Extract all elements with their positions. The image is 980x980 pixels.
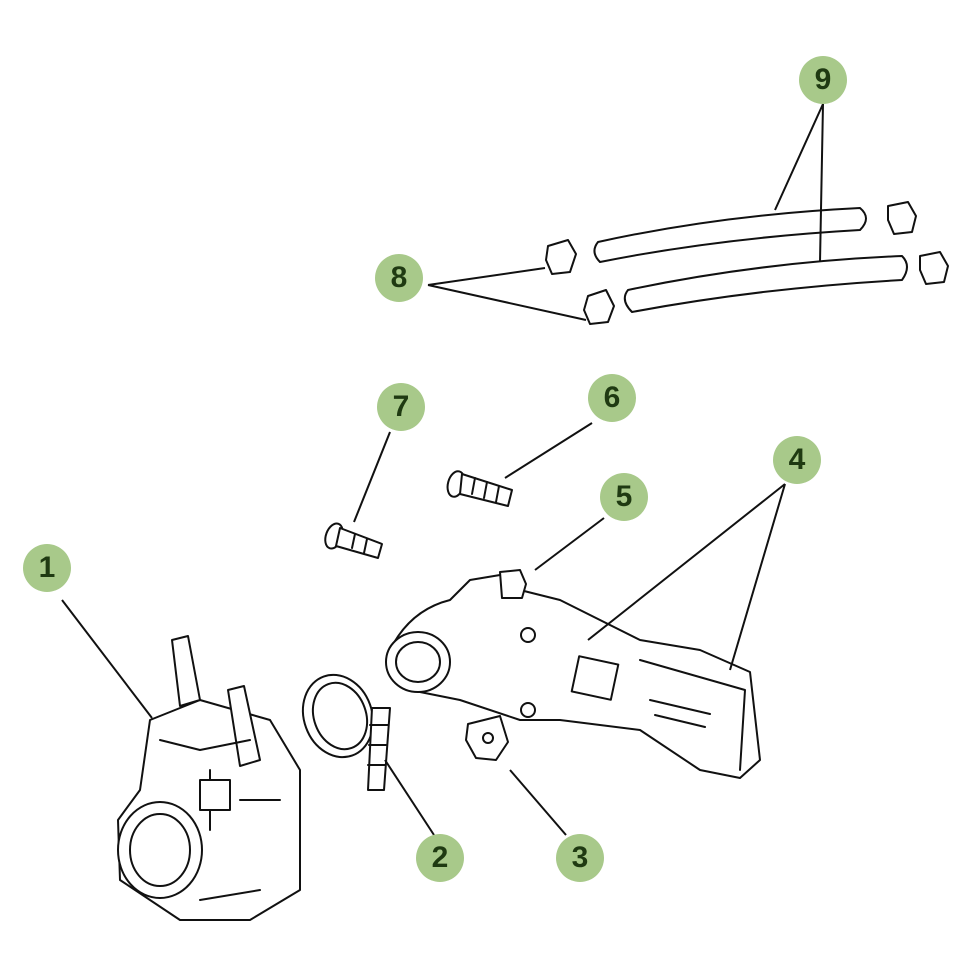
hose-upper — [593, 207, 867, 263]
callout-1[interactable]: 1 — [23, 544, 71, 592]
callout-9[interactable]: 9 — [799, 56, 847, 104]
callout-8[interactable]: 8 — [375, 254, 423, 302]
callout-7[interactable]: 7 — [377, 383, 425, 431]
clamp-2 — [301, 673, 391, 791]
screw-6 — [446, 470, 513, 507]
hose-clips — [545, 201, 949, 325]
callout-5[interactable]: 5 — [600, 473, 648, 521]
intake-manifold — [385, 569, 761, 779]
hose-lower — [623, 255, 908, 313]
screw-7 — [324, 522, 383, 559]
carburetor — [117, 635, 301, 921]
callout-2[interactable]: 2 — [416, 834, 464, 882]
callout-6[interactable]: 6 — [588, 374, 636, 422]
leader-lines — [61, 103, 824, 836]
bracket-3 — [465, 715, 509, 761]
callout-3[interactable]: 3 — [556, 834, 604, 882]
callout-4[interactable]: 4 — [773, 436, 821, 484]
